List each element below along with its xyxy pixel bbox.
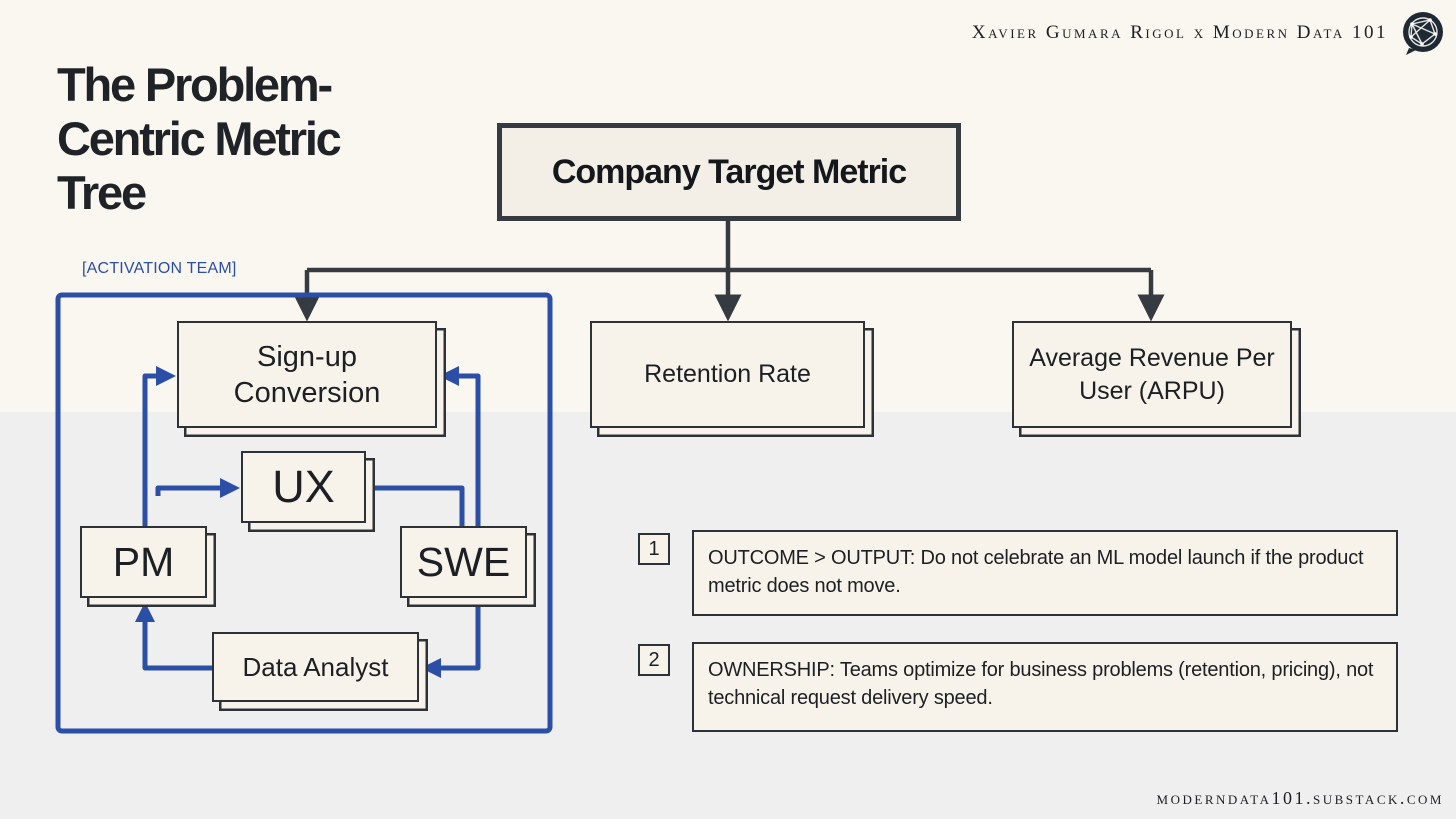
- globe-chat-icon: [1403, 12, 1443, 55]
- swe-role-node: SWE: [400, 526, 527, 598]
- team-flow-arrows: [135, 366, 481, 678]
- signup-conversion-label: Sign-up Conversion: [234, 339, 381, 411]
- retention-rate-label: Retention Rate: [644, 360, 811, 388]
- tree-connectors: [293, 221, 1165, 322]
- author-byline: Xavier Gumara Rigol x Modern Data 101: [971, 22, 1388, 43]
- arpu-line-2: User (ARPU): [1079, 376, 1225, 405]
- ux-role-label: UX: [272, 461, 335, 512]
- pm-to-signup-arrow: [142, 366, 176, 526]
- arpu-line-1: Average Revenue Per: [1029, 343, 1275, 372]
- arpu-label: Average Revenue Per User (ARPU): [1029, 342, 1275, 408]
- swe-to-analyst-arrow: [421, 598, 481, 678]
- retention-rate-node: Retention Rate: [590, 321, 865, 428]
- arpu-node: Average Revenue Per User (ARPU): [1012, 321, 1292, 428]
- principle-1-number: 1: [638, 533, 670, 565]
- data-analyst-role-node: Data Analyst: [212, 632, 419, 702]
- pm-role-node: PM: [80, 526, 207, 598]
- company-target-metric-label: Company Target Metric: [551, 152, 907, 191]
- swe-to-signup-arrow: [439, 366, 481, 526]
- principle-2-text: OWNERSHIP: Teams optimize for business p…: [692, 642, 1398, 732]
- pm-to-ux-arrow: [155, 478, 240, 498]
- activation-team-label: [ACTIVATION TEAM]: [82, 260, 237, 277]
- principle-1-text: OUTCOME > OUTPUT: Do not celebrate an ML…: [692, 530, 1398, 616]
- title-line-2: Centric Metric: [57, 112, 342, 165]
- analyst-to-pm-arrow: [135, 602, 212, 671]
- principle-2-number: 2: [638, 644, 670, 676]
- signup-conversion-node: Sign-up Conversion: [177, 321, 437, 428]
- signup-conversion-line-1: Sign-up: [257, 340, 357, 373]
- ux-role-node: UX: [241, 451, 366, 523]
- pm-role-label: PM: [112, 538, 175, 585]
- company-target-metric-node: Company Target Metric: [497, 123, 961, 221]
- data-analyst-role-label: Data Analyst: [242, 651, 389, 682]
- title-line-1: The Problem-: [57, 58, 333, 111]
- title-line-3: Tree: [57, 166, 147, 219]
- activation-team-frame: [55, 292, 553, 734]
- page-title: The Problem- Centric Metric Tree: [57, 58, 417, 220]
- footer-url: moderndata101.substack.com: [1156, 788, 1444, 808]
- ux-to-swe-line: [366, 485, 465, 526]
- swe-role-label: SWE: [416, 538, 511, 585]
- signup-conversion-line-2: Conversion: [233, 376, 381, 409]
